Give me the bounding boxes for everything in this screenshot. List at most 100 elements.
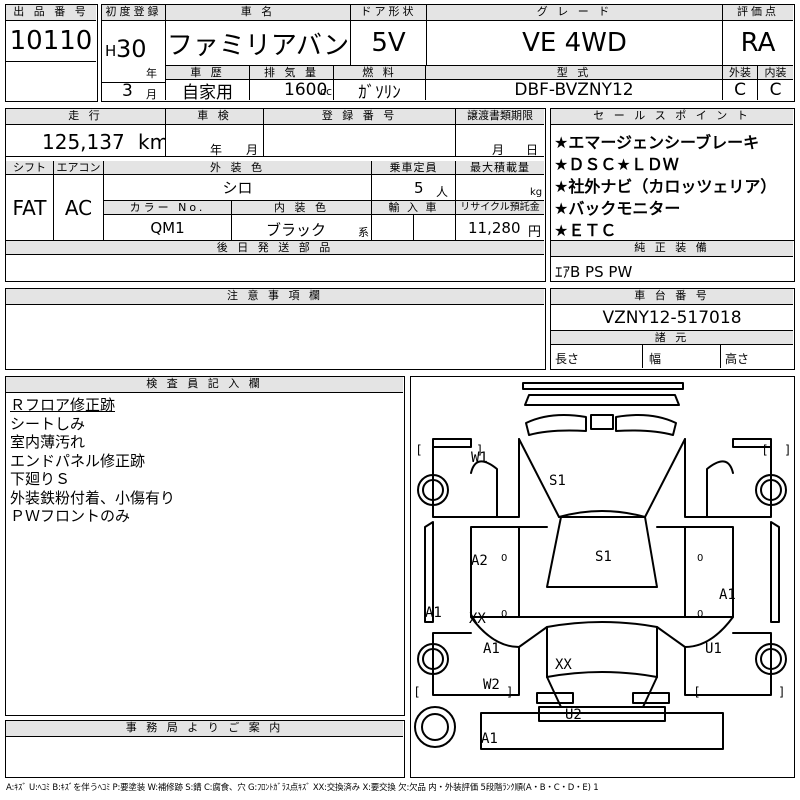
- import-cell-2: [414, 215, 456, 241]
- grade: VE 4WD: [427, 21, 723, 66]
- insp-year-unit: 年: [210, 143, 223, 157]
- displacement-cell: 1600 cc: [250, 80, 334, 100]
- colorno-header: カラー No.: [104, 201, 232, 215]
- inspector-note: Ｒフロア修正跡: [10, 396, 116, 414]
- bracket-mark: [: [695, 685, 700, 699]
- equipment-header: 純 正 装 備: [551, 241, 793, 257]
- interior-color: ブラック: [266, 221, 327, 239]
- reg-month-cell: 3 月: [102, 83, 166, 100]
- details-table: 走 行 車 検 登 録 番 号 譲渡書類期限 125,137 km 年 月 月 …: [5, 108, 546, 282]
- history: 自家用: [166, 80, 250, 100]
- bracket-mark: ]: [779, 685, 784, 699]
- bracket-mark: ]: [507, 685, 512, 699]
- damage-mark-xx-left: XX: [469, 611, 486, 627]
- inspector-note: 室内薄汚れ: [10, 433, 86, 451]
- bracket-mark: ]: [785, 443, 790, 457]
- import-header: 輸 入 車: [372, 201, 456, 215]
- lot-section: 出 品 番 号 10110: [5, 4, 98, 102]
- recycle-unit: 円: [528, 225, 542, 240]
- caution-box: 注 意 事 項 欄: [5, 288, 546, 370]
- exterior-grade: C: [723, 80, 758, 100]
- mileage-cell: 125,137 km: [6, 125, 166, 157]
- reg-month: 3: [122, 83, 133, 100]
- sales-points-header: セ ー ル ス ポ イ ン ト: [551, 109, 793, 125]
- chassis-box: 車 台 番 号 VZNY12-517018 諸 元 長さ 幅 高さ: [550, 288, 795, 370]
- year-unit: 年: [146, 67, 157, 80]
- mileage-header: 走 行: [6, 109, 166, 125]
- transfer-header: 譲渡書類期限: [456, 109, 544, 125]
- capacity-header: 乗車定員: [372, 161, 456, 175]
- dims-height-label: 高さ: [725, 352, 750, 366]
- inspector-note: ＰＷフロントのみ: [10, 507, 131, 525]
- transfer-day-unit: 日: [526, 143, 539, 157]
- first-reg-cell: H 30 年: [102, 21, 166, 83]
- transfer-cell: 月 日: [456, 125, 544, 157]
- transfer-month-unit: 月: [492, 143, 505, 157]
- load-cell: kg: [456, 175, 544, 201]
- displacement-header: 排 気 量: [250, 66, 334, 80]
- era: H: [105, 42, 117, 60]
- load-header: 最大積載量: [456, 161, 544, 175]
- zero-mark: 0: [501, 553, 508, 564]
- car-name: ファミリアバン: [166, 21, 351, 66]
- damage-mark-a2: A2: [471, 553, 488, 569]
- zero-mark: 0: [697, 609, 704, 620]
- score-header: 評価点: [723, 5, 793, 21]
- inspector-header: 検 査 員 記 入 欄: [6, 377, 403, 393]
- shift-header: シフト: [6, 161, 54, 175]
- insp-month-unit: 月: [246, 143, 259, 157]
- dims-length-label: 長さ: [555, 352, 580, 366]
- dims-width-label: 幅: [649, 352, 662, 366]
- capacity-cell: 5 人: [372, 175, 456, 201]
- fuel-header: 燃 料: [334, 66, 426, 80]
- exterior-header: 外装: [723, 66, 758, 80]
- capacity-unit: 人: [436, 185, 449, 199]
- recycle-cell: 11,280 円: [456, 215, 544, 241]
- equipment-box: 純 正 装 備 ｴｱB PS PW: [550, 240, 795, 282]
- plate-header: 登 録 番 号: [264, 109, 456, 125]
- inspection-header: 車 検: [166, 109, 264, 125]
- color-header: 外 装 色: [104, 161, 372, 175]
- plate-cell: [264, 125, 456, 157]
- grade-header: グ レ ー ド: [427, 5, 723, 21]
- damage-mark-w2: W2: [483, 677, 500, 693]
- shift: FAT: [6, 175, 54, 241]
- displacement: 1600: [284, 80, 328, 100]
- mileage: 125,137: [42, 130, 125, 154]
- inspection-cell: 年 月: [166, 125, 264, 157]
- damage-diagram: [ ] [ ] [ ] [ ] 0 0 0 0 W1 S1 A2 S1 A1 X…: [410, 376, 795, 778]
- chassis-number: VZNY12-517018: [551, 305, 793, 331]
- dims-length: 長さ: [551, 345, 643, 368]
- sales-point: ★ＥＴＣ: [554, 221, 617, 240]
- zero-mark: 0: [501, 609, 508, 620]
- inspector-note: 外装鉄粉付着、小傷有り: [10, 488, 176, 507]
- office-box: 事 務 局 よ り ご 案 内: [5, 720, 405, 778]
- car-outline-diagram: [414, 382, 787, 750]
- damage-mark-s1-mid: S1: [595, 549, 612, 565]
- name-header: 車 名: [166, 5, 351, 21]
- model: DBF-BVZNY12: [426, 80, 723, 100]
- sales-point: ★バックモニター: [554, 199, 681, 218]
- door-header: ドア形状: [351, 5, 427, 21]
- first-reg-header: 初度登録: [102, 5, 166, 21]
- inspector-box: 検 査 員 記 入 欄 Ｒフロア修正跡 シートしみ 室内薄汚れ エンドパネル修正…: [5, 376, 405, 716]
- bracket-mark: [: [417, 443, 422, 457]
- reg-year: 30: [116, 35, 147, 63]
- intcolor-cell: ブラック 系: [232, 215, 372, 241]
- vehicle-info-table: 初度登録 車 名 ドア形状 グ レ ー ド 評価点 H 30 年 ファミリアバン…: [101, 4, 795, 102]
- dims-header: 諸 元: [551, 331, 793, 345]
- damage-mark-a1-left: A1: [425, 605, 442, 621]
- damage-mark-a1-bottom: A1: [481, 731, 498, 747]
- load-unit: kg: [530, 187, 543, 198]
- damage-mark-xx-center: XX: [555, 657, 572, 673]
- sales-point: ★ＤＳＣ★ＬＤＷ: [554, 155, 679, 174]
- damage-mark-w1: W1: [471, 450, 488, 466]
- ac: AC: [54, 175, 104, 241]
- damage-mark-a1-right: A1: [719, 587, 736, 603]
- chassis-header: 車 台 番 号: [551, 289, 793, 305]
- recycle-fee: 11,280: [468, 219, 521, 237]
- zero-mark: 0: [697, 553, 704, 564]
- intcolor-unit: 系: [358, 226, 369, 239]
- caution-header: 注 意 事 項 欄: [6, 289, 544, 305]
- interior-header: 内装: [758, 66, 793, 80]
